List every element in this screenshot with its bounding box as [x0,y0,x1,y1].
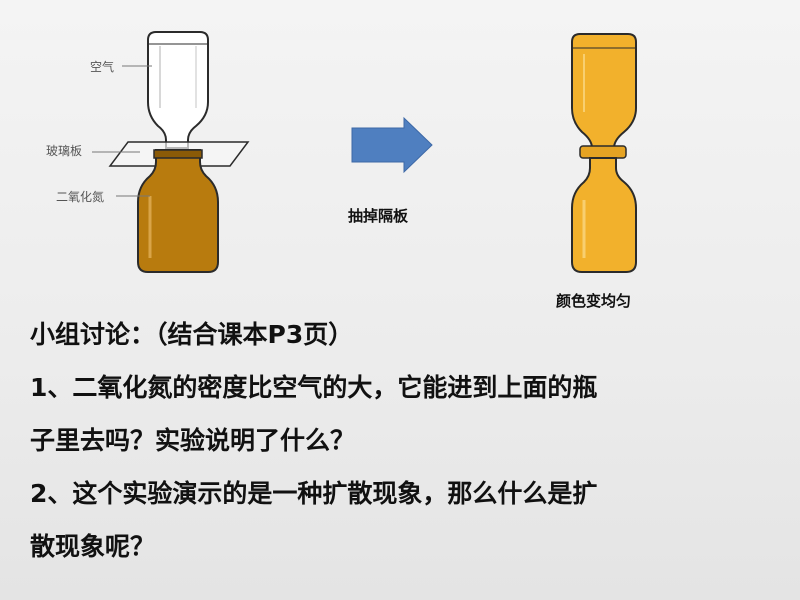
joint-ring [579,145,627,159]
no2-bottle [137,149,219,273]
discussion-title: 小组讨论：（结合课本P3页） [30,320,354,349]
remove-plate-caption: 抽掉隔板 [348,207,409,225]
air-bottle [147,31,209,149]
no2-label: 二氧化氮 [56,190,105,204]
question-2-line-2: 散现象呢？ [30,532,156,561]
question-1-line-1: 1、二氧化氮的密度比空气的大，它能进到上面的瓶 [30,373,598,402]
transition-arrow [351,116,433,174]
uniform-color-caption: 颜色变均匀 [556,292,632,310]
glass-plate-label: 玻璃板 [46,144,83,158]
diffusion-apparatus-after [571,33,637,273]
diffusion-apparatus-before [92,31,637,273]
question-1-line-2: 子里去吗？实验说明了什么？ [30,426,356,455]
discussion-block: 小组讨论：（结合课本P3页） 1、二氧化氮的密度比空气的大，它能进到上面的瓶 子… [30,308,770,573]
air-label: 空气 [90,60,115,74]
question-2-line-1: 2、这个实验演示的是一种扩散现象，那么什么是扩 [30,479,598,508]
